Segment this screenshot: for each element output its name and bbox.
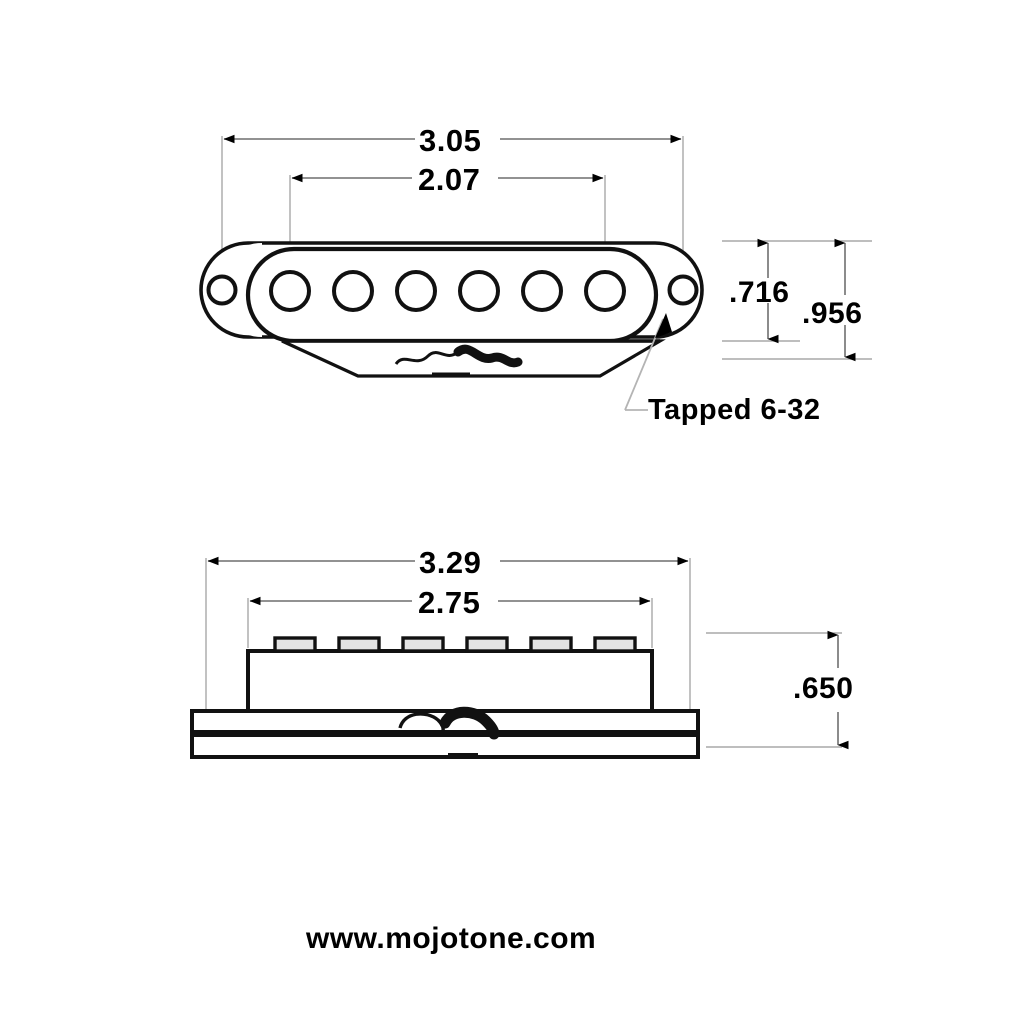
side-pole-tab-1 [273,636,317,653]
side-pole-tab-6 [593,636,637,653]
pole-piece-1 [269,270,311,312]
footer-website-url: www.mojotone.com [306,922,597,955]
dimension-label-650: .650 [793,672,854,705]
pole-piece-5 [521,270,563,312]
side-lead-wire-white [398,712,445,734]
pole-piece-4 [458,270,500,312]
pole-piece-6 [584,270,626,312]
extension-lines-side-body [247,598,653,648]
extension-lines-side-overall [205,558,691,714]
side-view-group [190,556,849,759]
dimension-label-956: .956 [802,297,863,330]
lead-wire-black [453,344,523,368]
lead-wire-white [394,350,459,366]
dimension-label-2-75: 2.75 [418,585,481,620]
side-pole-tab-4 [465,636,509,653]
side-pole-tab-3 [401,636,445,653]
side-pole-tabs-group [273,636,637,653]
dimension-label-3-05: 3.05 [419,123,482,158]
pole-piece-3 [395,270,437,312]
pole-piece-2 [332,270,374,312]
dimension-label-3-29: 3.29 [419,545,482,580]
extension-lines-side-height [706,632,842,748]
side-pole-tab-5 [529,636,573,653]
side-pole-tab-2 [337,636,381,653]
top-view-group [199,134,872,411]
mounting-hole-right [667,274,699,306]
side-cover-body [246,649,654,716]
pole-pieces-group [269,270,626,312]
leader-line-tapped [624,313,672,411]
side-lead-wire-black [439,706,500,740]
annotation-tapped-6-32: Tapped 6-32 [648,394,821,426]
mounting-hole-left [206,274,238,306]
leader-arrowhead-tapped [655,313,672,338]
dimension-label-716: .716 [729,276,790,309]
side-bottom-flatwork-plate [190,733,700,759]
dimension-label-2-07: 2.07 [418,162,481,197]
